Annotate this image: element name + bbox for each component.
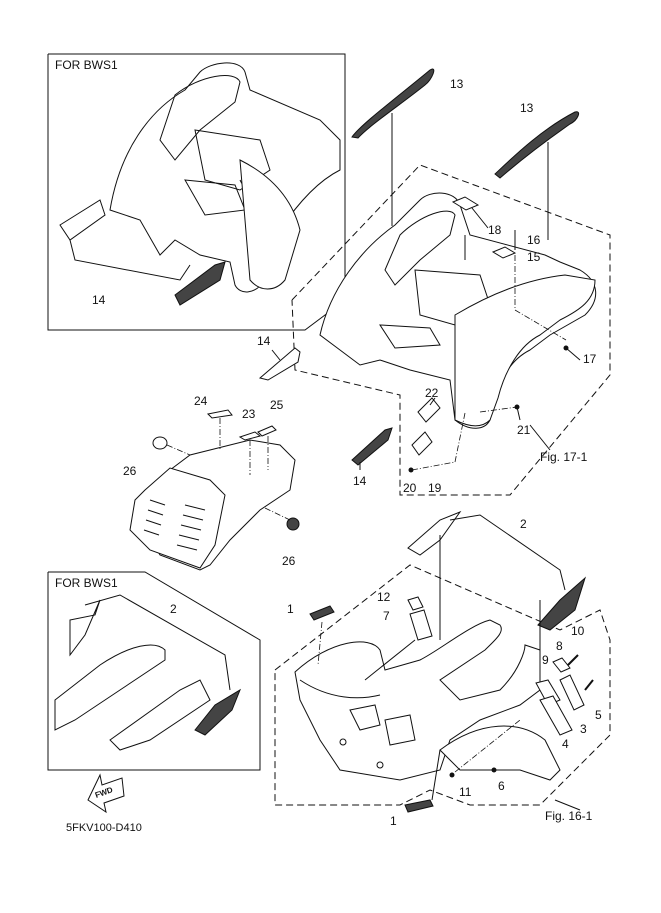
callout-13: 13 [450,77,464,91]
rear-fender-main-drawing [319,192,597,429]
callout-5: 5 [595,708,602,722]
callout-15: 15 [527,250,541,264]
callout-9: 9 [542,653,549,667]
part-14-side-panel [258,347,301,381]
inset-box-top [47,53,346,331]
rear-box-drawing [129,439,296,571]
part-8-plate [552,657,571,673]
callout-1: 1 [390,814,397,828]
callout-10: 10 [571,624,585,638]
callout-14: 14 [92,293,106,307]
callout-8: 8 [556,639,563,653]
callout-20: 20 [403,481,417,495]
part-12-sticker [407,596,424,611]
fwd-arrow [87,773,125,814]
callout-7: 7 [383,609,390,623]
callout-19: 19 [428,481,442,495]
callout-14: 14 [353,474,367,488]
part-2-decal-right [537,576,587,631]
part-1-emblem-top [309,605,335,621]
part-6-rivet [491,767,497,773]
part-4-plate [539,695,573,736]
callout-26: 26 [282,554,296,568]
diagram-code: 5FKV100-D410 [66,822,142,834]
callout-26: 26 [123,464,137,478]
inset-box-bottom [47,571,261,771]
callout-14: 14 [257,334,271,348]
emblem-13-left [351,68,435,226]
callout-16: 16 [527,233,541,247]
part-5-bolt [584,679,594,691]
callout-18: 18 [488,223,502,237]
inset-title-top: FOR BWS1 [55,58,118,72]
callout-25: 25 [270,398,284,412]
inset-title-bottom: FOR BWS1 [55,576,118,590]
fig-16-1-group-box [274,564,611,806]
part-22-sticker [417,397,441,423]
part-2-decal-left [407,510,462,556]
part-1-emblem-bottom [404,799,434,813]
part-15-sticker [491,246,517,259]
callout-23: 23 [242,407,256,421]
part-14-emblem [351,427,393,466]
rear-fender-inset-drawing [59,62,341,306]
callout-2: 2 [520,517,527,531]
callout-17: 17 [583,352,597,366]
callout-22: 22 [425,386,439,400]
part-25-sticker [257,425,277,437]
callout-11: 11 [459,785,472,799]
part-10-bolt [567,654,579,666]
part-20-rivet [408,467,414,473]
part-18-sticker [451,196,480,211]
callout-12: 12 [377,590,391,604]
part-26-reflector-right [286,517,300,531]
part-26-reflector-left [152,436,168,450]
part-7-sticker [409,609,433,641]
callout-2: 2 [170,602,177,616]
callout-13: 13 [520,101,534,115]
callout-3: 3 [580,722,587,736]
part-19-sticker [411,431,433,456]
part-3-plate [559,674,585,711]
callout-6: 6 [498,779,505,793]
front-fender-drawing [294,619,561,781]
part-24-sticker [206,409,233,419]
emblem-13-right [494,111,580,240]
callout-4: 4 [562,737,569,751]
figure-ref-16-1: Fig. 16-1 [545,809,593,823]
fig-17-1-group-box [291,164,611,496]
figure-ref-17-1: Fig. 17-1 [540,450,588,464]
callout-1: 1 [287,602,294,616]
callout-21: 21 [517,423,531,437]
part-11-rivet [449,772,455,778]
part-23-sticker [238,431,262,441]
front-fender-inset-drawing [54,594,242,751]
callout-24: 24 [194,394,208,408]
